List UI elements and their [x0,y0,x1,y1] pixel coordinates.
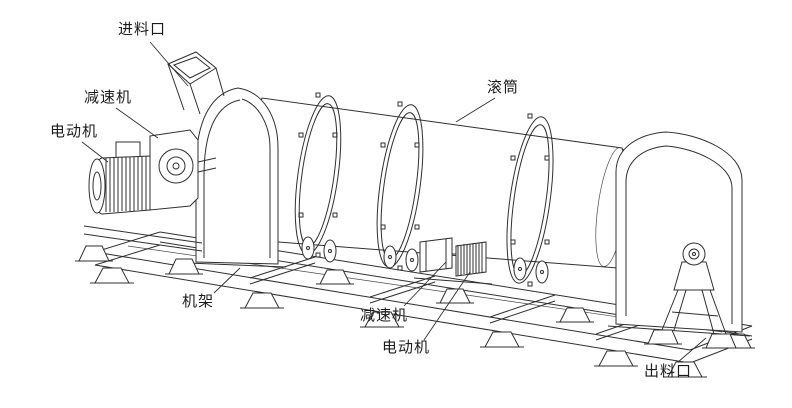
support-rollers [301,236,549,284]
leader-motor-bottom [423,271,471,341]
leader-motor-left [81,141,109,163]
label-feed-inlet: 进料口 [118,20,167,38]
frame-feet-front [90,267,707,378]
left-motor [88,141,157,215]
leader-reducer-left [115,107,159,139]
leader-discharge-outlet [677,337,707,363]
left-gearbox [149,129,217,211]
feed-chute [167,51,225,115]
label-discharge-outlet: 出料口 [644,362,693,380]
label-reducer-bottom: 减速机 [360,306,409,324]
feed-end-housing [187,87,287,268]
leader-lines [81,41,707,363]
riding-ring-3 [506,113,554,287]
leader-reducer-bottom [403,261,447,307]
bearing-pedestal [644,242,740,349]
base-frame [90,231,755,378]
bottom-drive-unit [413,237,493,285]
label-drum: 滚筒 [487,78,520,96]
label-motor-left: 电动机 [50,122,99,140]
label-motor-bottom: 电动机 [382,338,431,356]
label-reducer-left: 减速机 [84,88,133,106]
leader-feed-inlet [149,41,189,87]
discharge-end-housing [607,131,751,337]
leader-drum [455,97,496,123]
leader-frame [213,267,241,294]
left-drive-base [75,225,203,275]
label-frame: 机架 [182,292,215,310]
